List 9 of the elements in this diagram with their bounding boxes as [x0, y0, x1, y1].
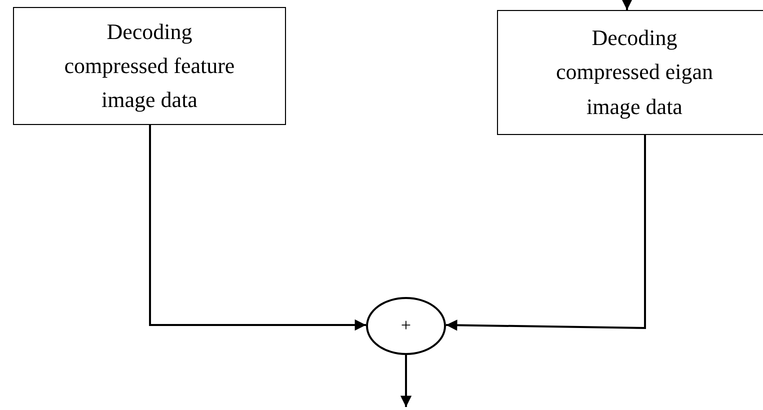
arrow: [149, 125, 366, 331]
process-box: [13, 7, 286, 125]
arrow: [446, 135, 646, 331]
process-box: [497, 10, 763, 135]
box-label: Decoding compressed eigan image data: [555, 24, 714, 121]
plus-sign: +: [400, 314, 412, 338]
box-label: Decoding compressed feature image data: [63, 18, 236, 114]
arrow: [621, 0, 633, 10]
arrow: [400, 355, 412, 407]
